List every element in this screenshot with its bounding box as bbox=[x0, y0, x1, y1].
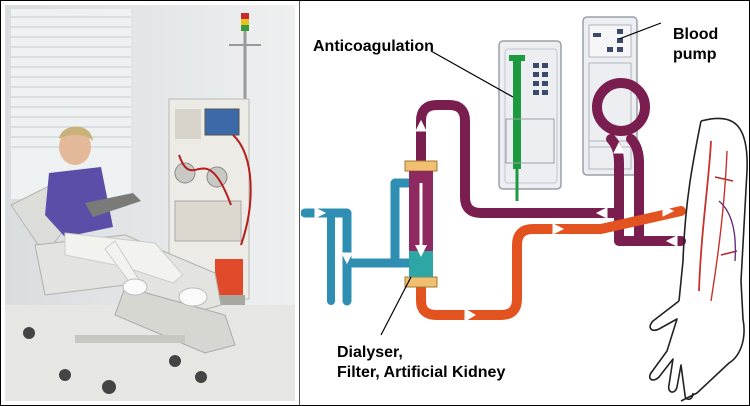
flow-arrow-icon bbox=[599, 181, 609, 191]
photo-illustration bbox=[5, 5, 295, 401]
blood-pump-device bbox=[583, 17, 637, 175]
dialyser-label-line2: Filter, Artificial Kidney bbox=[337, 363, 505, 383]
blood-pump-label-line2: pump bbox=[673, 45, 717, 65]
dialysate-lines bbox=[305, 183, 409, 301]
blood-pump-label-line1: Blood bbox=[673, 25, 718, 45]
dialysis-photo bbox=[5, 5, 295, 401]
anticoagulation-pump-device bbox=[499, 41, 561, 201]
forearm-hand-icon bbox=[650, 118, 747, 401]
dialyser-label-line1: Dialyser, bbox=[337, 343, 403, 363]
anticoagulation-label: Anticoagulation bbox=[313, 37, 434, 57]
panel-divider bbox=[299, 1, 300, 405]
dialyser-cartridge bbox=[405, 161, 437, 287]
circuit-diagram: Anticoagulation Blood pump Dialyser, Fil… bbox=[301, 1, 749, 405]
